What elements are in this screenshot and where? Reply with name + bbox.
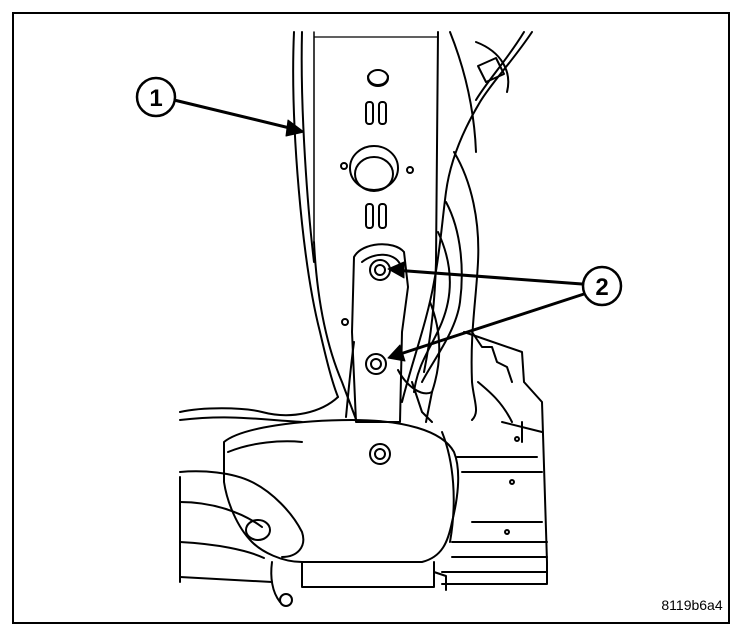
recliner-cover	[223, 419, 460, 607]
frame-plate-holes	[340, 69, 414, 229]
callout-1-label: 1	[149, 85, 162, 112]
callout-2: 2	[581, 265, 623, 307]
wire-harness	[397, 31, 533, 423]
seat-track	[441, 331, 548, 585]
leader-lines	[172, 98, 586, 362]
diagram-frame: 1 2 8119b6a4	[12, 12, 730, 624]
seat-illustration: 1 2 8119b6a4	[135, 31, 723, 613]
callout-1: 1	[135, 76, 177, 118]
seat-cushion	[179, 396, 339, 583]
callout-2-label: 2	[595, 274, 608, 301]
figure-code: 8119b6a4	[661, 597, 722, 613]
